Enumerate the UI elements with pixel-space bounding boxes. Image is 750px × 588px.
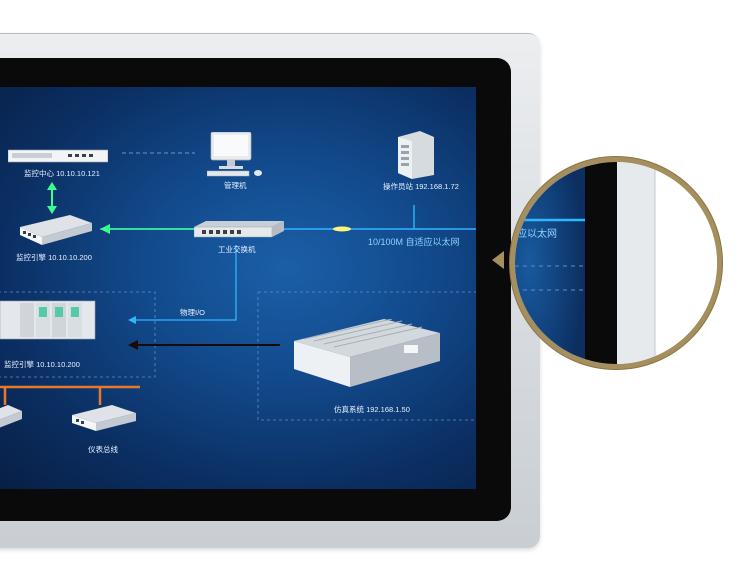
engine-zone-box <box>0 291 156 378</box>
switch-arrow-head <box>100 224 110 234</box>
touch-screen-display: 监控中心 10.10.10.121 管理机 操作员站 192.168.1.72 … <box>0 87 476 489</box>
plc-rack-icon <box>0 300 96 340</box>
monitor-center-rack-icon <box>8 149 108 163</box>
magnifier-pointer <box>492 251 504 269</box>
magnified-edge-view: 应以太网 <box>515 162 717 364</box>
operator-station-label: 操作员站 192.168.1.72 <box>383 182 459 191</box>
simulation-system-label: 仿真系统 192.168.1.50 <box>334 405 410 414</box>
monitor-engine-gateway-icon <box>20 215 92 245</box>
physical-io-line <box>132 245 237 321</box>
monitor-engine-top-label: 监控引擎 10.10.10.200 <box>16 253 92 262</box>
signal-glow <box>333 226 351 232</box>
bus-device-right-icon <box>72 405 136 431</box>
monitor-engine-bottom-label: 监控引擎 10.10.10.200 <box>4 360 80 369</box>
server-tower-icon <box>398 131 434 179</box>
magnified-network-text: 应以太网 <box>517 229 557 240</box>
simulation-system-icon <box>294 319 440 387</box>
monitor-center-label: 监控中心 10.10.10.121 <box>24 169 100 178</box>
industrial-switch-icon <box>194 221 284 238</box>
bus-device-left-icon <box>0 405 22 428</box>
simulation-zone-box <box>257 291 476 421</box>
instrument-bus-label: 仪表总线 <box>88 445 118 454</box>
desktop-computer-icon <box>207 132 262 177</box>
physical-io-label: 物理I/O <box>180 308 206 317</box>
network-diagram <box>0 152 476 421</box>
management-pc-label: 管理机 <box>224 181 247 190</box>
industrial-switch-label: 工业交换机 <box>218 245 256 254</box>
magnifier-callout: 应以太网 <box>510 157 722 369</box>
network-speed-label: 10/100M 自适应以太网 <box>368 237 460 247</box>
